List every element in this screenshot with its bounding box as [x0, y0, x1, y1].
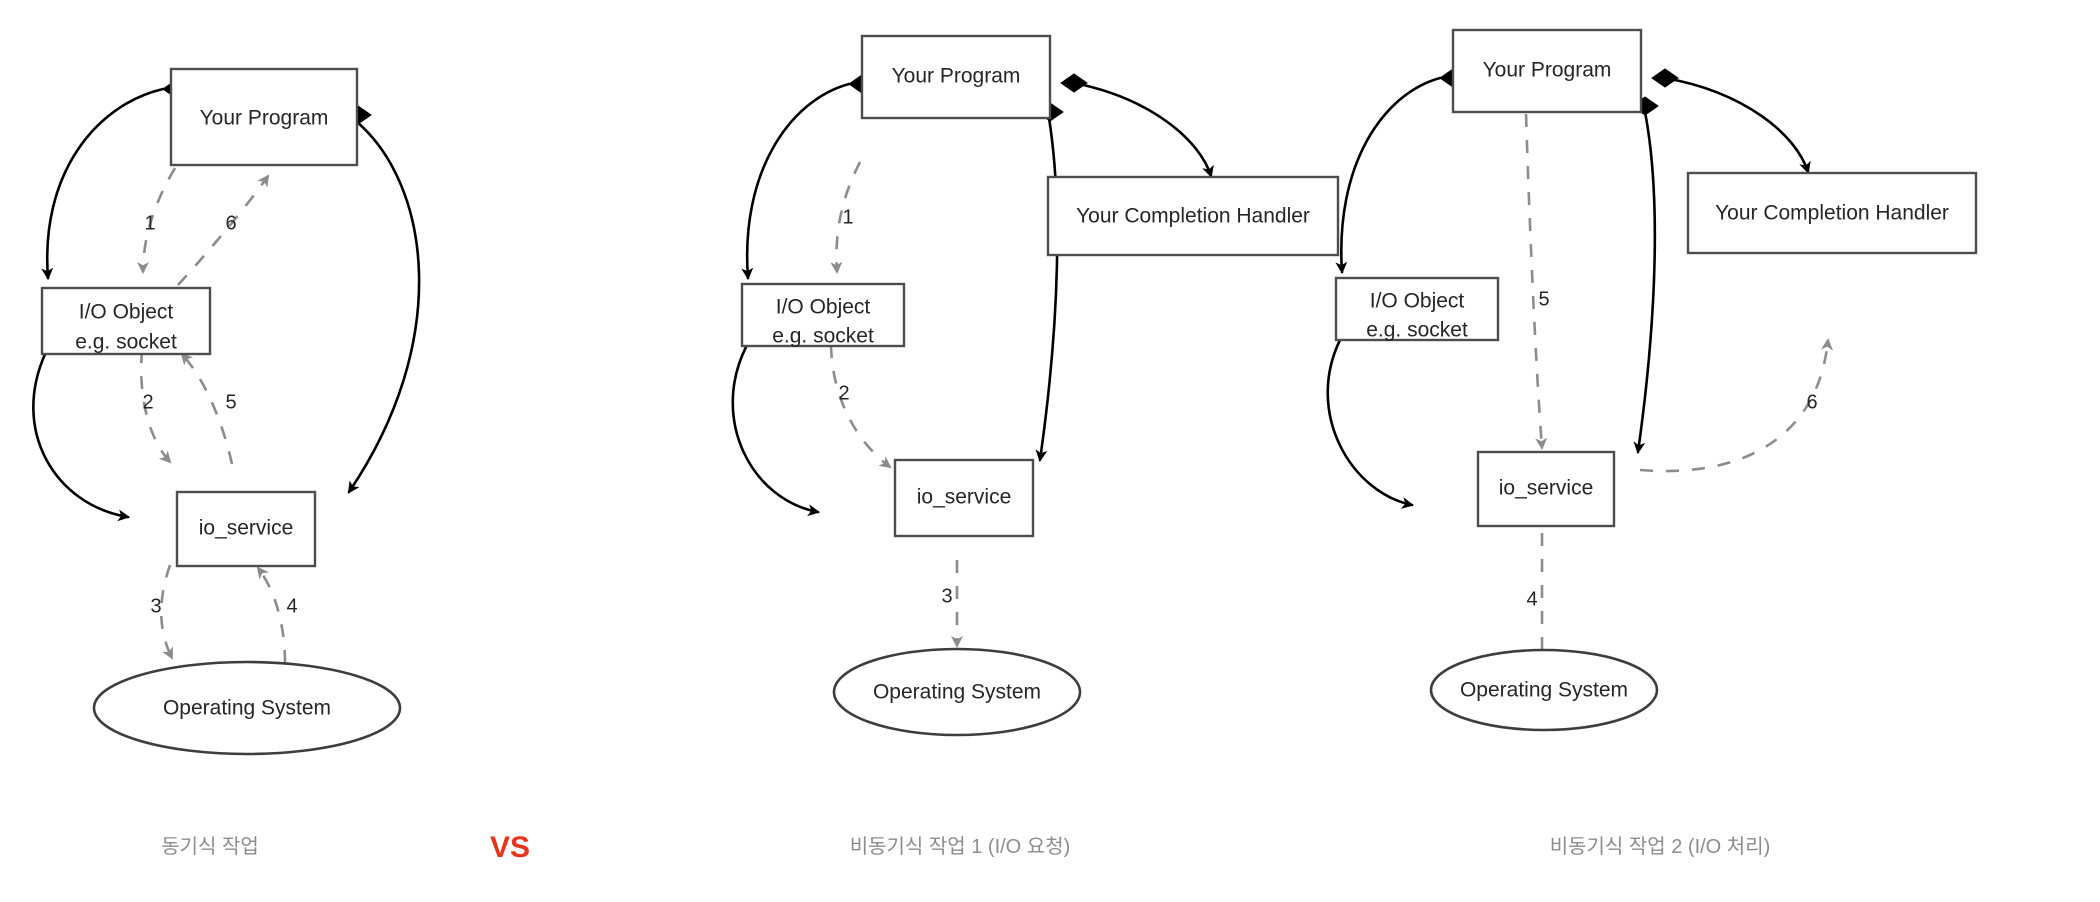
caption-async-request: 비동기식 작업 1 (I/O 요청) [849, 836, 1071, 858]
node-label-operating-system: Operating System [1460, 679, 1628, 702]
caption-async-handling: 비동기식 작업 2 (I/O 처리) [1549, 836, 1771, 858]
edge-io-object-to-io-service [32, 350, 130, 522]
node-label-io-object-line2: e.g. socket [772, 325, 874, 348]
diamond-marker [1651, 68, 1679, 88]
node-label-your-program: Your Program [1483, 59, 1612, 82]
step-number-3: 3 [941, 585, 952, 607]
node-label-operating-system: Operating System [873, 681, 1041, 704]
step-number-6: 6 [1806, 391, 1817, 413]
panel-async-handling: 5 6 4 Your Program I/O Object e.g. s [1326, 0, 2100, 902]
edge-program-to-io-service [1631, 96, 1659, 454]
node-io-service[interactable]: io_service [893, 458, 1035, 538]
node-completion-handler[interactable]: Your Completion Handler [1686, 171, 1978, 255]
edge-program-to-completion-handler [1651, 68, 1811, 174]
step-number-4: 4 [286, 595, 297, 617]
node-label-your-program: Your Program [892, 65, 1021, 88]
node-label-io-object-line1: I/O Object [79, 301, 174, 324]
node-io-service[interactable]: io_service [1476, 450, 1616, 528]
step-edge-4: 4 [1526, 510, 1548, 650]
node-io-object[interactable]: I/O Object e.g. socket [40, 286, 212, 356]
edge-program-to-completion-handler [1060, 73, 1214, 178]
node-io-service[interactable]: io_service [175, 490, 317, 568]
edge-io-object-to-io-service [731, 345, 820, 517]
step-number-1: 1 [144, 212, 155, 234]
step-number-2: 2 [142, 391, 153, 413]
node-operating-system[interactable]: Operating System [92, 660, 402, 756]
step-edge-3: 3 [941, 560, 963, 648]
node-label-io-object-line1: I/O Object [1370, 290, 1465, 313]
edge-program-to-io-object [1335, 68, 1467, 274]
node-label-completion-handler: Your Completion Handler [1715, 202, 1949, 225]
node-io-object[interactable]: I/O Object e.g. socket [740, 282, 906, 348]
step-number-4: 4 [1526, 588, 1537, 610]
step-edge-4: 4 [256, 566, 298, 664]
panel-synchronous: 1 6 2 5 3 [0, 0, 640, 902]
step-number-6: 6 [225, 212, 236, 234]
node-label-completion-handler: Your Completion Handler [1076, 205, 1310, 228]
step-edge-1: 1 [830, 161, 862, 274]
vs-badge: VS [490, 831, 531, 864]
node-completion-handler[interactable]: Your Completion Handler [1046, 175, 1340, 257]
node-label-io-object-line2: e.g. socket [75, 331, 177, 354]
step-edge-3: 3 [150, 564, 174, 660]
edge-program-to-io-object [741, 74, 876, 280]
step-edge-1: 1 [137, 167, 177, 274]
step-number-5: 5 [225, 391, 236, 413]
node-label-io-object-line2: e.g. socket [1366, 319, 1468, 342]
caption-synchronous: 동기식 작업 [161, 836, 259, 858]
step-edge-2: 2 [829, 344, 892, 469]
step-number-3: 3 [150, 595, 161, 617]
step-number-2: 2 [838, 382, 849, 404]
node-operating-system[interactable]: Operating System [832, 647, 1082, 737]
step-number-1: 1 [842, 206, 853, 228]
panel-async-request: 1 2 3 Your Program I/O Object e.g. s [640, 0, 1340, 902]
step-edge-6: 6 [1639, 338, 1833, 473]
node-label-io-service: io_service [917, 486, 1012, 509]
diamond-marker [1060, 73, 1088, 93]
node-label-io-service: io_service [199, 517, 294, 540]
node-your-program[interactable]: Your Program [169, 67, 359, 167]
edge-io-object-to-io-service [1326, 338, 1414, 509]
node-label-your-program: Your Program [200, 107, 329, 130]
step-edge-2: 2 [139, 349, 172, 464]
step-edge-5: 5 [1524, 113, 1550, 450]
step-number-5: 5 [1538, 288, 1549, 310]
step-edge-6: 6 [177, 174, 270, 286]
node-io-object[interactable]: I/O Object e.g. socket [1334, 276, 1500, 342]
node-your-program[interactable]: Your Program [1451, 28, 1643, 114]
node-label-operating-system: Operating System [163, 697, 331, 720]
node-label-io-object-line1: I/O Object [776, 296, 871, 319]
edge-program-to-io-service [1035, 102, 1064, 462]
node-your-program[interactable]: Your Program [860, 34, 1052, 120]
node-label-io-service: io_service [1499, 477, 1594, 500]
step-edge-5: 5 [180, 352, 237, 465]
node-operating-system[interactable]: Operating System [1429, 648, 1659, 732]
